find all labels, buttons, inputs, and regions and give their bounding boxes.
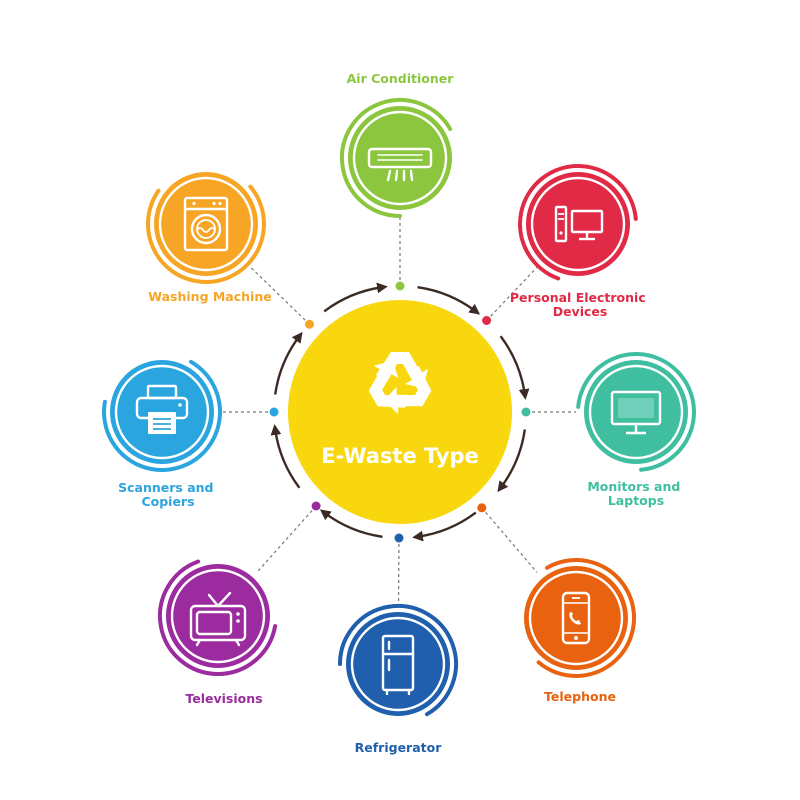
recycle-icon [368,352,432,415]
refrigerator-icon [381,634,415,696]
node-arc [576,352,696,472]
connector-line [397,537,400,605]
connector-dot [269,407,279,417]
node-arc [102,359,222,473]
node-monitors-and-laptops: Monitors and Laptops [576,352,696,508]
cycle-arrow [499,335,530,400]
node-inner-ring [528,570,624,666]
node-label: Washing Machine [148,289,271,304]
desktop-computer-icon [554,205,604,243]
node-refrigerator: Refrigerator [338,604,458,755]
node-inner-ring [530,176,626,272]
node-circle [526,172,630,276]
cycle-arrow [497,429,526,493]
category-nodes: Air Conditioner Personal Electronic Devi… [102,71,696,755]
node-personal-electronic-devices: Personal Electronic Devices [510,164,650,319]
connector-dot [482,316,492,325]
node-label: Monitors and Laptops [587,479,684,508]
cycle-arrow [323,282,388,313]
cycle-arrow [270,424,301,489]
connector-line [257,505,317,572]
cycle-arrow [319,509,383,538]
node-inner-ring [170,568,266,664]
node-arc [536,558,637,678]
node-inner-ring [158,176,254,272]
cycle-arrow [274,331,303,395]
washing-machine-icon [183,196,229,252]
node-scanners-and-copiers: Scanners and Copiers [102,359,222,509]
cycle-arrow [417,286,481,315]
node-arc [338,604,458,717]
connector-dot [394,533,404,543]
node-televisions: Televisions [158,559,278,706]
air-conditioner-icon [367,147,433,182]
connector-dot [477,503,487,513]
connector-dot [521,407,531,417]
node-inner-ring [352,110,448,206]
node-inner-ring [350,616,446,712]
center-circle [288,300,512,524]
node-telephone: Telephone [524,558,637,704]
node-inner-ring [114,364,210,460]
monitor-icon [610,390,662,435]
node-arc [518,164,638,281]
node-circle [348,106,452,210]
center-hub: E-Waste Type [288,300,512,524]
node-label: Personal Electronic Devices [510,290,650,319]
node-circle [524,566,628,670]
node-label: Refrigerator [355,740,443,755]
recycle-arrow [368,360,406,408]
cycle-arrow [412,511,477,542]
connector-dot [395,281,405,291]
node-arc [158,559,278,677]
mobile-phone-icon [561,591,591,645]
node-arc [146,184,266,284]
node-air-conditioner: Air Conditioner [340,71,455,218]
television-icon [189,591,247,647]
node-arc [340,98,453,218]
printer-icon [135,384,189,434]
center-title: E-Waste Type [321,444,479,468]
connector-dot [305,319,314,329]
cycle-arrows [270,282,530,542]
connector-line [486,267,538,321]
node-label: Televisions [185,691,262,706]
connector-line [248,265,310,325]
node-washing-machine: Washing Machine [146,172,272,304]
connectors [222,218,576,605]
node-circle [584,360,688,464]
connector-line [481,507,538,573]
node-circle [154,172,258,276]
node-inner-ring [588,364,684,460]
connector-dot [311,501,321,511]
node-label: Scanners and Copiers [118,480,218,509]
node-label: Air Conditioner [347,71,455,86]
node-circle [346,612,450,716]
node-circle [166,564,270,668]
node-label: Telephone [544,689,616,704]
